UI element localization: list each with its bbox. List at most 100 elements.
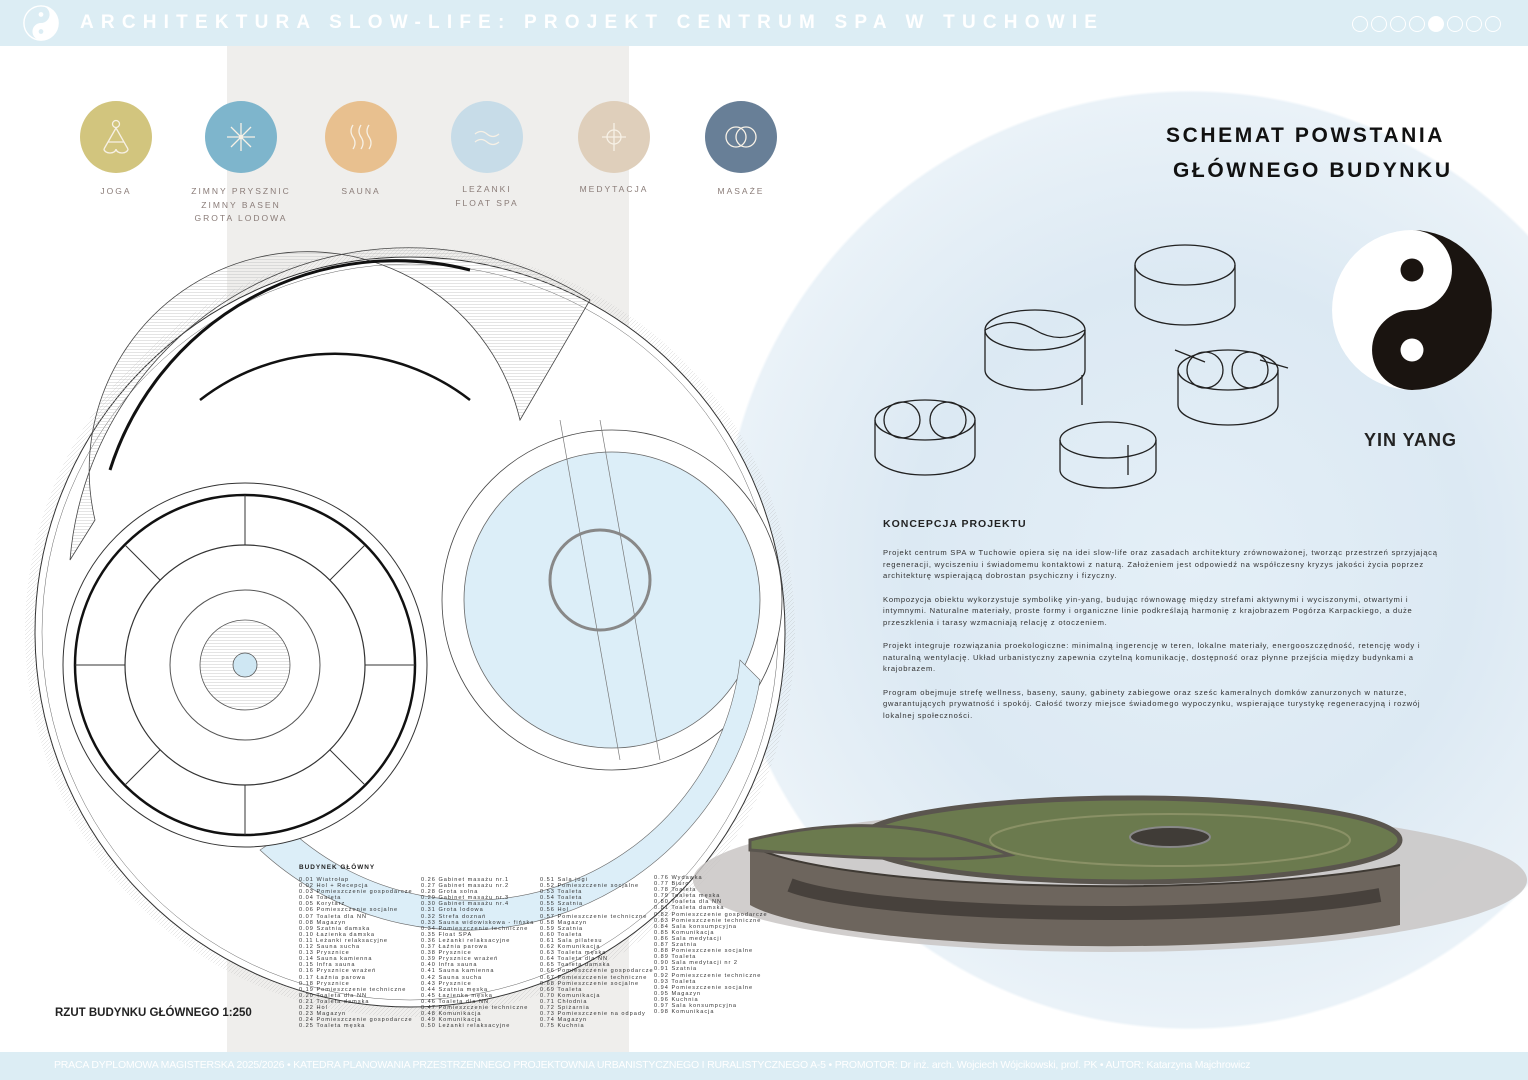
legend-item: 0.82 Pomieszczenie gospodarcze (654, 911, 768, 918)
legend-item: 0.90 Sala medytacji nr 2 (654, 960, 739, 967)
page-dot-4[interactable] (1409, 16, 1425, 32)
yoga-icon (103, 119, 129, 154)
legend-item: 0.39 Prysznice wrażeń (421, 956, 499, 963)
legend-item: 0.14 Sauna kamienna (299, 956, 373, 963)
legend-item: 0.92 Pomieszczenie techniczne (654, 972, 762, 979)
legend-item: 0.52 Pomieszczenie socjalne (540, 883, 640, 890)
legend-item: 0.84 Sala konsumpcyjna (654, 923, 737, 930)
cylinder-split (1059, 375, 1157, 489)
rings-icon (725, 126, 757, 148)
legend-item: 0.61 Sala pilatesu (540, 937, 603, 944)
page-dot-7[interactable] (1466, 16, 1482, 32)
icon-medytacja (578, 101, 650, 173)
legend-item: 0.58 Magazyn (540, 919, 588, 926)
legend-item: 0.79 Toaleta męska (654, 893, 721, 900)
schemat-title-line1: SCHEMAT POWSTANIA (1166, 124, 1446, 147)
legend-item: 0.91 Szatnia (654, 966, 698, 973)
cylinder-rotate (1174, 349, 1289, 426)
icon-lezanki (451, 101, 523, 173)
legend-item: 0.65 Toaleta damska (540, 962, 611, 969)
concept-heading: KONCEPCJA PROJEKTU (883, 518, 1027, 530)
yin-yang-logo-icon (23, 5, 59, 41)
legend-item: 0.93 Toaleta (654, 978, 697, 985)
page-dot-2[interactable] (1371, 16, 1387, 32)
legend-item: 0.36 Leżanki relaksacyjne (421, 937, 511, 944)
legend-item: 0.78 Toaleta (654, 887, 697, 894)
cylinder-four (874, 399, 976, 476)
legend-item: 0.88 Pomieszczenie socjalne (654, 948, 754, 955)
icon-label-line: JOGA (100, 186, 132, 196)
cylinder-plain (1134, 244, 1236, 326)
plan-caption: RZUT BUDYNKU GŁÓWNEGO 1:250 (55, 1007, 252, 1019)
legend-item: 0.18 Prysznice (299, 980, 350, 987)
legend-item: 0.02 Hol + Recepcja (299, 883, 369, 890)
legend-item: 0.89 Toaleta (654, 954, 697, 961)
legend-item: 0.26 Gabinet masażu nr.1 (421, 877, 510, 883)
legend-item: 0.55 Szatnia (540, 901, 584, 908)
legend-item: 0.45 Łazienka męska (421, 992, 493, 999)
crosshair-icon (602, 123, 626, 151)
page-dot-1[interactable] (1352, 16, 1368, 32)
concept-paragraph: Projekt centrum SPA w Tuchowie opiera si… (883, 548, 1438, 580)
legend-item: 0.97 Sala konsumpcyjna (654, 1002, 737, 1009)
icon-label-line: MASAŻE (717, 186, 765, 196)
legend-item: 0.59 Szatnia (540, 925, 584, 932)
icon-label-medytacja: MEDYTACJA (544, 183, 684, 197)
page-dot-5[interactable] (1428, 16, 1444, 32)
icon-label-joga: JOGA (46, 185, 186, 199)
page-dot-3[interactable] (1390, 16, 1406, 32)
legend-item: 0.68 Pomieszczenie socjalne (540, 980, 640, 987)
legend-item: 0.64 Toaleta dla NN (540, 956, 609, 963)
legend-item: 0.20 Toaleta dla NN (299, 992, 368, 999)
schemat-title-line2: GŁÓWNEGO BUDYNKU (1173, 159, 1453, 182)
page-pagination (1352, 16, 1501, 32)
page-dot-6[interactable] (1447, 16, 1463, 32)
yin-yang-symbol-icon (1332, 230, 1492, 390)
legend-item: 0.17 Łaźnia parowa (299, 974, 366, 981)
legend-item: 0.62 Komunikacja (540, 944, 601, 951)
legend-item: 0.51 Sala jogi (540, 877, 588, 883)
legend-item: 0.16 Prysznice wrażeń (299, 968, 377, 975)
legend-item: 0.01 Wiatrołap (299, 877, 350, 883)
icon-label-line: ZIMNY BASEN (201, 199, 281, 210)
legend-item: 0.81 Toaleta damska (654, 905, 725, 912)
legend-item: 0.66 Pomieszczenie gospodarcze (540, 968, 654, 975)
legend-item: 0.96 Kuchnia (654, 996, 699, 1003)
legend-item: 0.47 Pomieszczenie techniczne (421, 1004, 529, 1011)
legend-item: 0.71 Chłodnia (540, 998, 588, 1005)
concept-text: Projekt centrum SPA w Tuchowie opiera si… (883, 547, 1443, 733)
page-dot-8[interactable] (1485, 16, 1501, 32)
legend-item: 0.87 Szatnia (654, 942, 698, 949)
legend-item: 0.54 Toaleta (540, 895, 583, 902)
legend-item: 0.75 Kuchnia (540, 1023, 585, 1030)
icon-label-line: LEŻANKI (462, 184, 512, 194)
legend-item: 0.31 Grota lodowa (421, 907, 484, 914)
legend-item: 0.12 Sauna sucha (299, 944, 361, 951)
icon-joga (80, 101, 152, 173)
legend-item: 0.49 Komunikacja (421, 1017, 482, 1024)
legend-item: 0.83 Pomieszczenie techniczne (654, 917, 762, 924)
legend-item: 0.37 Łaźnia parowa (421, 944, 488, 951)
legend-item: 0.53 Toaleta (540, 889, 583, 896)
legend-item: 0.15 Infra sauna (299, 962, 356, 969)
legend-item: 0.23 Magazyn (299, 1011, 347, 1018)
legend-item: 0.27 Gabinet masażu nr.2 (421, 883, 510, 890)
building-rendering (693, 795, 1527, 952)
yin-yang-label: YIN YANG (1364, 430, 1458, 450)
legend-item: 0.24 Pomieszczenie gospodarcze (299, 1017, 413, 1024)
legend-item: 0.41 Sauna kamienna (421, 968, 495, 975)
icon-zimny (205, 101, 277, 173)
concept-paragraph: Projekt integruje rozwiązania proekologi… (883, 641, 1421, 673)
legend-item: 0.10 Łazienka damska (299, 931, 375, 938)
legend-item: 0.11 Leżanki relaksacyjne (299, 937, 388, 944)
legend-item: 0.56 Hol (540, 907, 569, 914)
legend-item: 0.32 Strefa doznań (421, 913, 487, 920)
legend-title: BUDYNEK GŁÓWNY (299, 864, 376, 871)
legend-item: 0.25 Toaleta męska (299, 1023, 366, 1030)
legend-item: 0.85 Komunikacja (654, 929, 715, 936)
legend-item: 0.06 Pomieszczenie socjalne (299, 907, 399, 914)
icon-sauna (325, 101, 397, 173)
